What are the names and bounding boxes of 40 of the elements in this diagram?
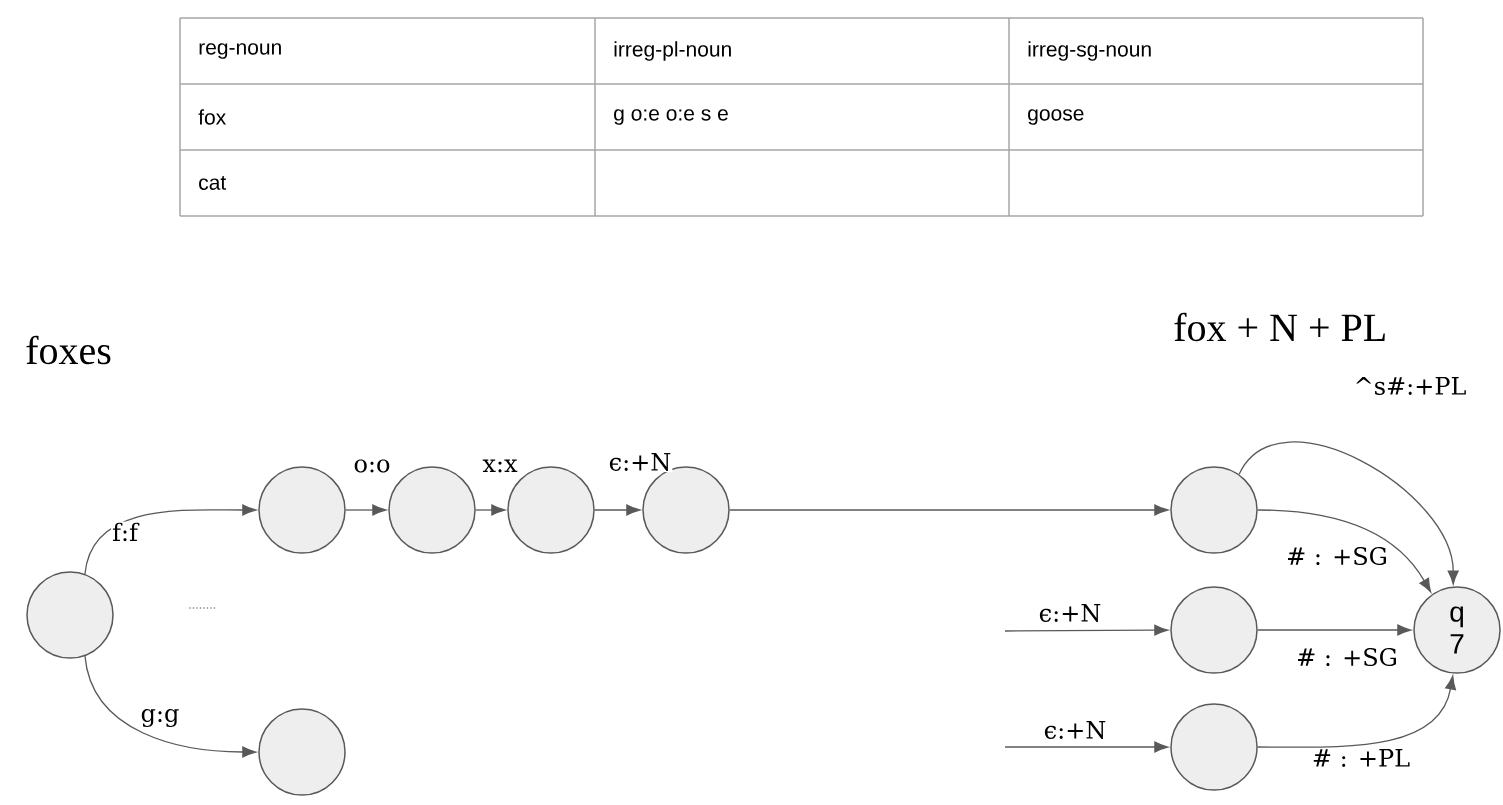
arrow (345, 504, 387, 516)
table-cell: irreg-pl-noun (614, 41, 731, 61)
arrow (475, 504, 506, 516)
arrow (729, 504, 1169, 516)
arrow (84, 655, 257, 758)
edge-label: f:f (111, 521, 140, 543)
state-circle (258, 466, 346, 554)
edge-label: o:o (352, 458, 392, 474)
table-cell: g o:e o:e s e (614, 109, 728, 125)
table-cell: goose (1028, 109, 1084, 125)
state-circle (1170, 586, 1258, 674)
table-cell: fox (198, 109, 226, 125)
table-cell: irreg-sg-noun (1028, 41, 1151, 61)
table-cell: reg-noun (199, 43, 281, 59)
edge-label: x:x (481, 458, 519, 474)
heading: fox + N + PL (1174, 312, 1385, 342)
table-cell: cat (199, 176, 227, 190)
edge-label: # : +SG (1295, 646, 1399, 668)
edge-label: ϵ:+N (1037, 603, 1103, 623)
ellipsis: ........ (189, 607, 216, 609)
state-circle (1170, 703, 1258, 791)
state-circle (26, 571, 114, 659)
arrow (1238, 441, 1459, 585)
state-circle (388, 466, 476, 554)
edge-label: g:g (139, 707, 181, 729)
arrow (1004, 624, 1169, 636)
arrow (1257, 624, 1412, 636)
arrow (84, 504, 257, 575)
arrow (1257, 675, 1456, 748)
arrow (1257, 509, 1432, 593)
edge-label: ϵ:+N (1042, 720, 1108, 740)
heading: foxes (26, 335, 111, 365)
edge-label: # : +PL (1310, 748, 1412, 768)
state-circle (1170, 466, 1258, 554)
state-circle (258, 708, 346, 796)
edge-label: # : +SG (1285, 545, 1389, 567)
arrow (1004, 741, 1169, 753)
edge-label: ϵ:+N (607, 452, 673, 472)
edge-label: ^s#:+PL (1352, 376, 1468, 396)
arrow (594, 504, 641, 516)
